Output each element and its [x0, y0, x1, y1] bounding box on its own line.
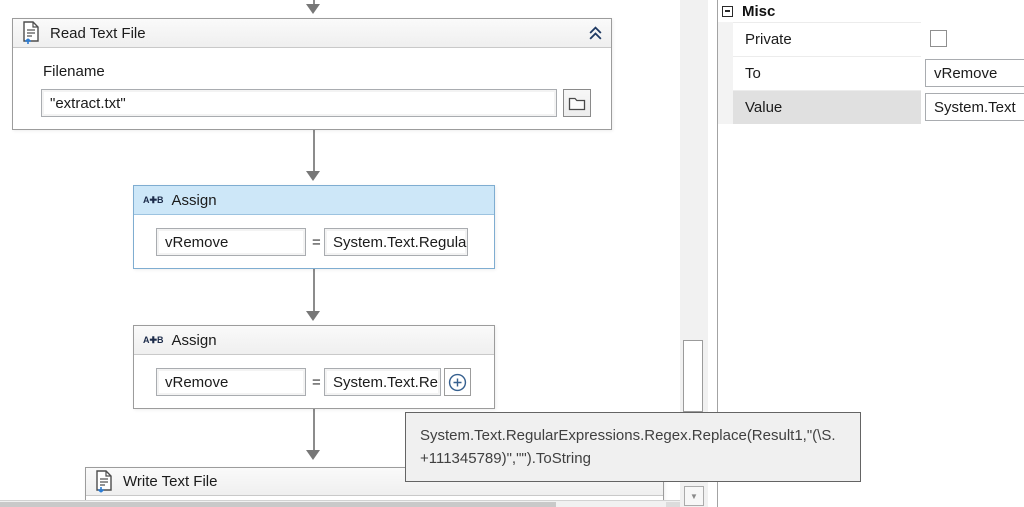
property-label-cell: Private: [733, 22, 921, 56]
property-row-to[interactable]: To: [718, 56, 1024, 90]
assign-value-input[interactable]: [324, 228, 468, 256]
private-checkbox[interactable]: [930, 30, 947, 47]
scroll-right-button[interactable]: [666, 502, 680, 507]
property-row-value[interactable]: Value: [718, 90, 1024, 124]
assign-icon: A✚B: [143, 194, 164, 205]
assign-value-input[interactable]: [324, 368, 441, 396]
assign-icon: A✚B: [143, 334, 164, 345]
scroll-down-button[interactable]: ▼: [684, 486, 704, 506]
horizontal-scrollbar-thumb[interactable]: [0, 502, 556, 507]
tooltip-line-1: System.Text.RegularExpressions.Regex.Rep…: [420, 427, 836, 444]
activity-header[interactable]: A✚B Assign: [134, 186, 494, 215]
workflow-canvas[interactable]: Read Text File Filename A✚B Assign: [0, 0, 680, 507]
filename-label: Filename: [43, 63, 105, 80]
connector-line: [313, 0, 315, 5]
panel-divider[interactable]: [717, 0, 718, 507]
assign-to-input[interactable]: [156, 368, 306, 396]
activity-read-text-file[interactable]: Read Text File Filename: [12, 18, 612, 130]
activity-title: Assign: [171, 191, 217, 209]
arrow-down-icon: [306, 450, 320, 460]
equals-sign: =: [312, 374, 321, 391]
activity-title: Assign: [171, 331, 217, 349]
tooltip-line-2: +111345789)","").ToString: [420, 450, 591, 467]
connector-line: [313, 407, 315, 451]
arrow-down-icon: [306, 311, 320, 321]
horizontal-scrollbar[interactable]: [0, 500, 680, 507]
connector-line: [313, 267, 315, 312]
equals-sign: =: [312, 234, 321, 251]
value-value-input[interactable]: [925, 93, 1024, 121]
to-label: To: [745, 65, 761, 82]
arrow-down-icon: [306, 171, 320, 181]
section-title: Misc: [742, 2, 776, 20]
collapse-chevron-icon[interactable]: [587, 25, 603, 41]
value-label: Value: [745, 99, 783, 116]
activity-assign-2[interactable]: A✚B Assign =: [133, 325, 495, 409]
property-label-cell: To: [733, 56, 921, 90]
connector-line: [313, 128, 315, 172]
properties-panel: Misc Private To Value: [718, 0, 1024, 507]
row-gutter: [718, 22, 733, 124]
to-value-input[interactable]: [925, 59, 1024, 87]
collapse-minus-icon[interactable]: [722, 5, 733, 17]
file-write-icon: [94, 469, 114, 494]
filename-input[interactable]: [41, 89, 557, 117]
property-label-cell: Value: [733, 90, 921, 124]
add-plus-button[interactable]: [444, 368, 471, 396]
activity-header[interactable]: A✚B Assign: [134, 326, 494, 355]
browse-folder-button[interactable]: [563, 89, 591, 117]
activity-header[interactable]: Read Text File: [13, 19, 611, 48]
property-row-private[interactable]: Private: [718, 22, 1024, 56]
arrow-down-icon: [306, 4, 320, 14]
assign-to-input[interactable]: [156, 228, 306, 256]
expression-tooltip: System.Text.RegularExpressions.Regex.Rep…: [405, 412, 861, 482]
vertical-scrollbar-thumb[interactable]: [683, 340, 703, 412]
file-read-icon: [21, 21, 41, 45]
activity-title: Read Text File: [50, 24, 146, 42]
activity-assign-1[interactable]: A✚B Assign =: [133, 185, 495, 269]
activity-title: Write Text File: [123, 473, 218, 490]
misc-section-header[interactable]: Misc: [718, 0, 1024, 22]
private-label: Private: [745, 31, 792, 48]
